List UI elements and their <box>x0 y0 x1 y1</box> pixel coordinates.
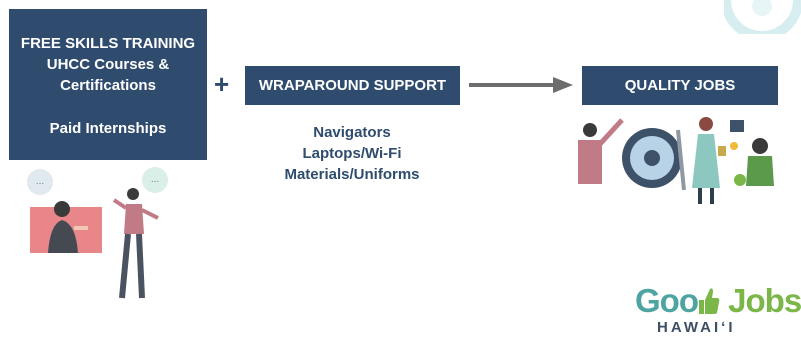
plus-sign: + <box>214 69 230 99</box>
speech-bubble-left-text: ... <box>36 176 44 187</box>
arrow-right-icon <box>469 77 573 98</box>
decorative-circle <box>721 0 801 41</box>
quality-jobs-box: QUALITY JOBS <box>582 66 778 105</box>
support-item-navigators: Navigators <box>313 124 391 141</box>
speech-bubble-right: ... <box>142 167 168 193</box>
support-list: Navigators Laptops/Wi-Fi Materials/Unifo… <box>266 122 438 185</box>
skills-line-courses: UHCC Courses & <box>46 55 170 73</box>
workers-illustration <box>574 110 780 211</box>
wraparound-support-box: WRAPAROUND SUPPORT <box>245 66 460 105</box>
training-illustration: ... ... <box>18 162 188 312</box>
free-skills-training-box: FREE SKILLS TRAINING UHCC Courses & Cert… <box>9 9 207 160</box>
good-jobs-hawaii-logo: Goo Jobs HAWAIʻI <box>635 282 801 338</box>
quality-jobs-label: QUALITY JOBS <box>624 77 736 94</box>
skills-title: FREE SKILLS TRAINING <box>20 34 196 52</box>
wraparound-label: WRAPAROUND SUPPORT <box>258 77 447 94</box>
thumbs-up-icon <box>698 286 720 316</box>
support-item-laptops: Laptops/Wi-Fi <box>302 145 402 162</box>
skills-line-certifications: Certifications <box>60 76 156 94</box>
skills-line-internships: Paid Internships <box>49 119 167 137</box>
logo-wordmark: Goo Jobs <box>635 282 801 320</box>
speech-bubble-left: ... <box>27 169 53 195</box>
speech-bubble-right-text: ... <box>151 174 159 185</box>
logo-good-text: Goo <box>635 282 699 319</box>
logo-region-text: HAWAIʻI <box>657 319 736 336</box>
support-item-materials: Materials/Uniforms <box>284 166 420 183</box>
logo-jobs-text: Jobs <box>728 282 801 319</box>
